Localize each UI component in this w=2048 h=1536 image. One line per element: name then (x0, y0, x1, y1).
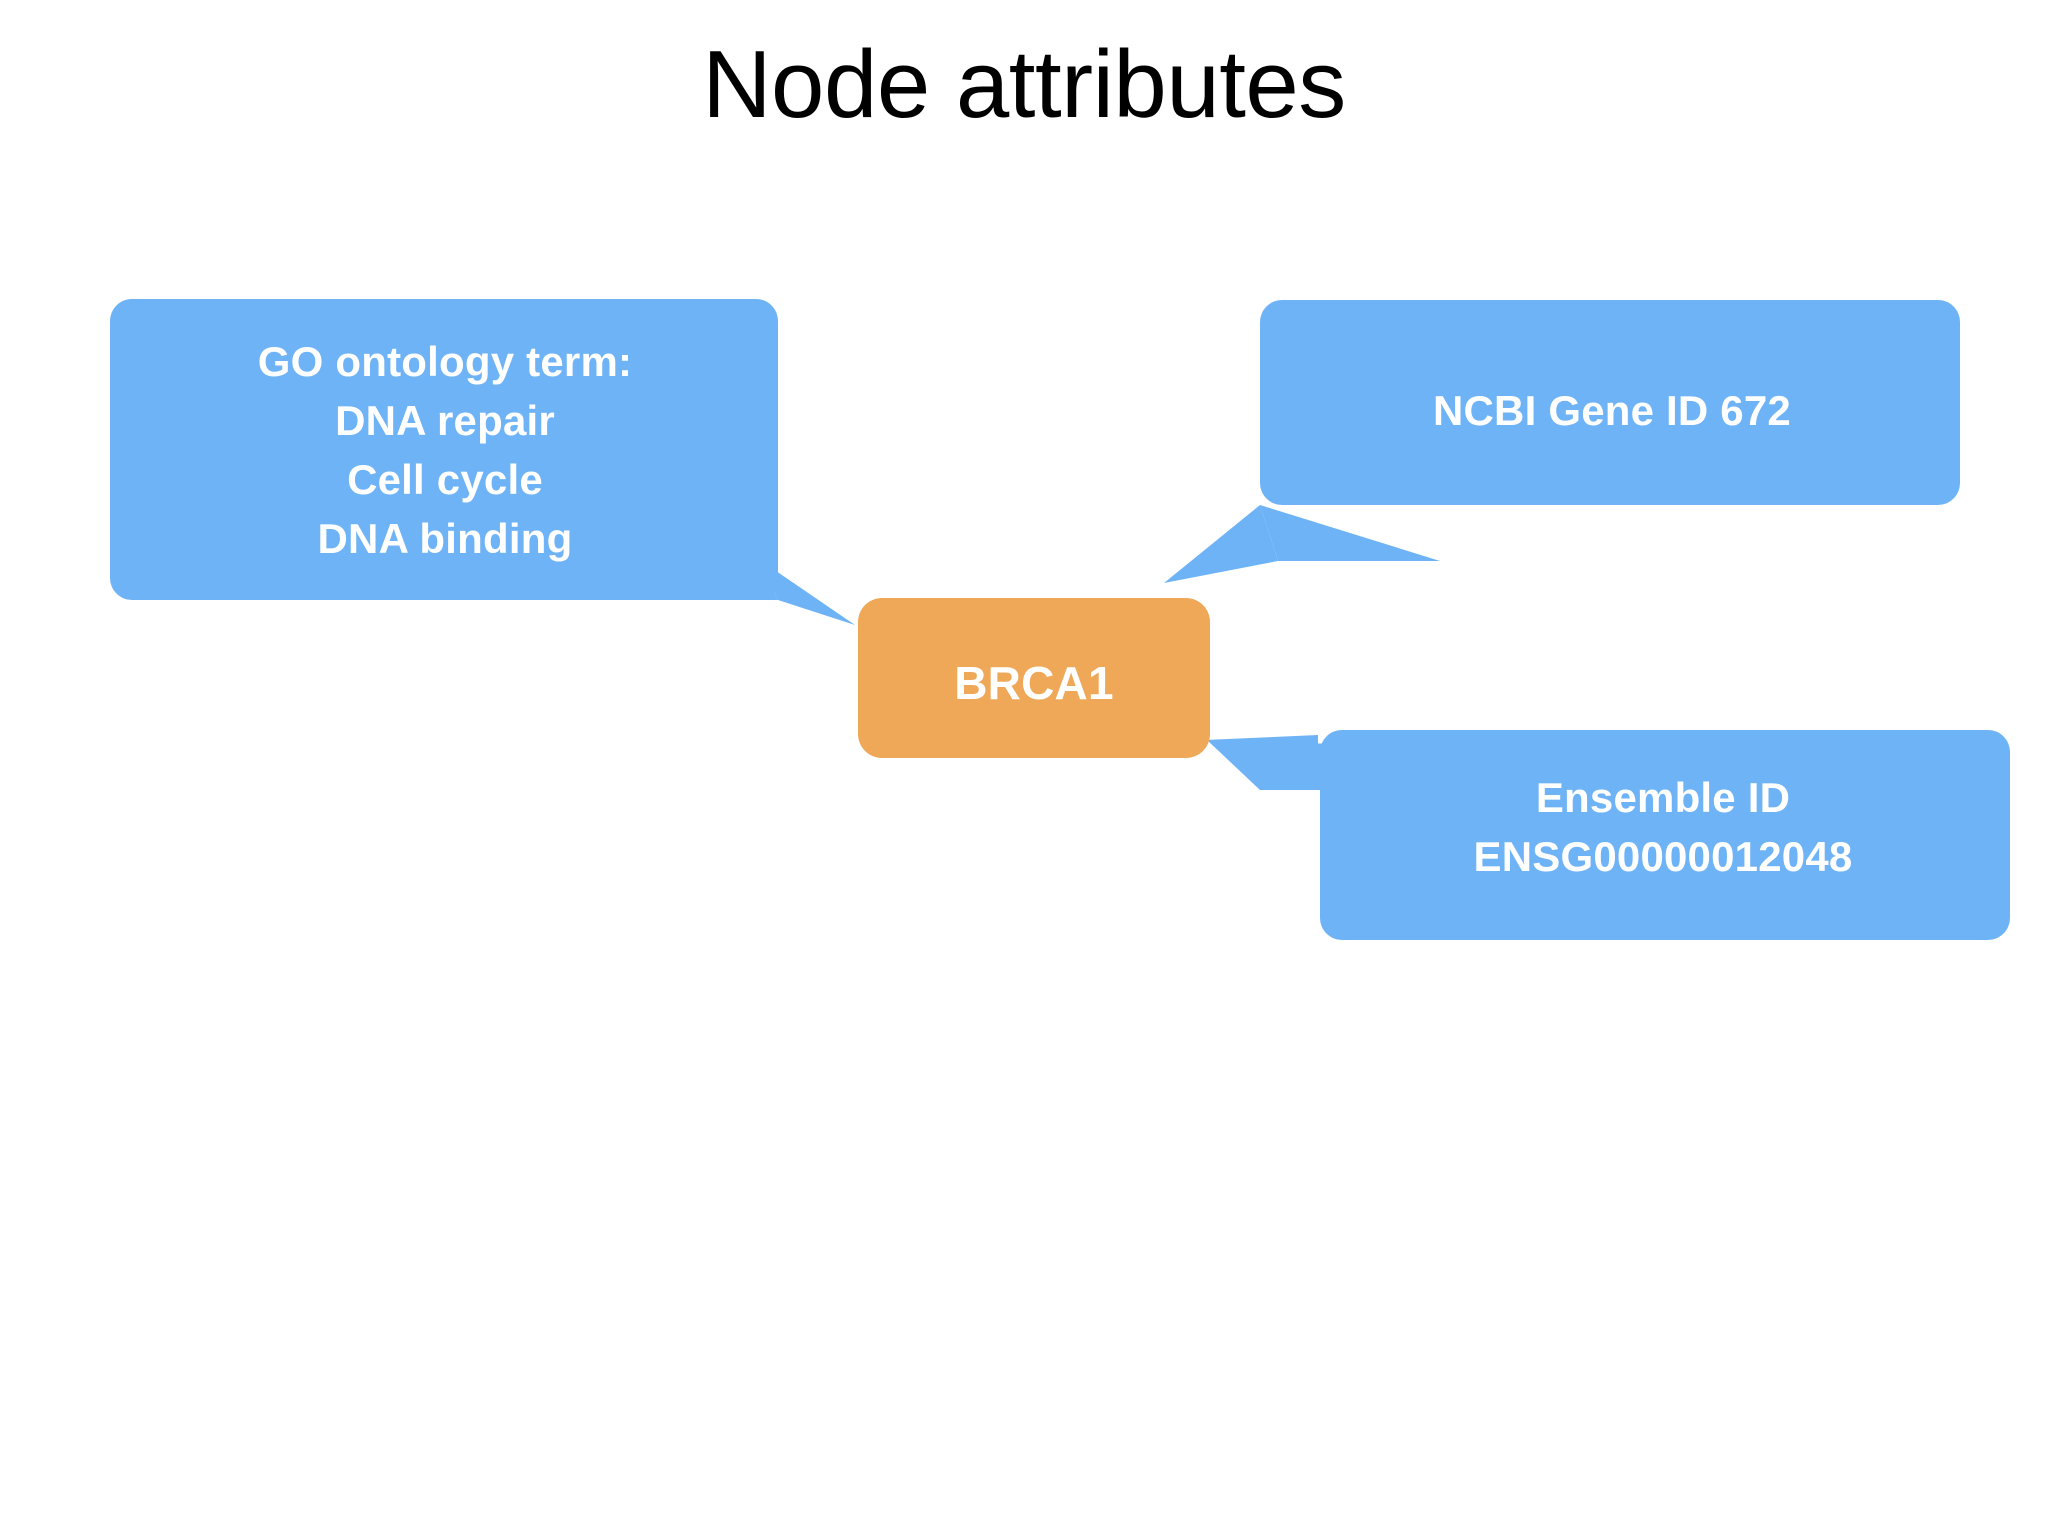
ncbi-gene-id-callout-shape[interactable] (1164, 300, 1960, 583)
ncbi-gene-id-callout-label: NCBI Gene ID 672 (1433, 387, 1791, 434)
brca1-node[interactable] (858, 598, 1210, 758)
ensemble-id-callout-label: Ensemble ID ENSG00000012048 (1473, 774, 1853, 880)
page-title: Node attributes (702, 31, 1346, 138)
ncbi-gene-id-callout-body (1260, 300, 1960, 505)
go-ontology-callout-tail (760, 560, 855, 625)
ensemble-id-callout-tail-body (1207, 740, 1323, 790)
ncbi-gene-id-callout-tail-base (1260, 505, 1440, 561)
ncbi-gene-id-callout-tail (1164, 505, 1278, 583)
go-ontology-callout-shape[interactable] (110, 299, 855, 625)
ensemble-id-callout-shape[interactable] (1205, 730, 2010, 940)
go-ontology-callout-body (110, 299, 778, 600)
brca1-node-label: BRCA1 (954, 657, 1114, 709)
ensemble-id-callout-body (1320, 730, 2010, 940)
go-ontology-callout-label: GO ontology term: DNA repair Cell cycle … (257, 338, 633, 562)
